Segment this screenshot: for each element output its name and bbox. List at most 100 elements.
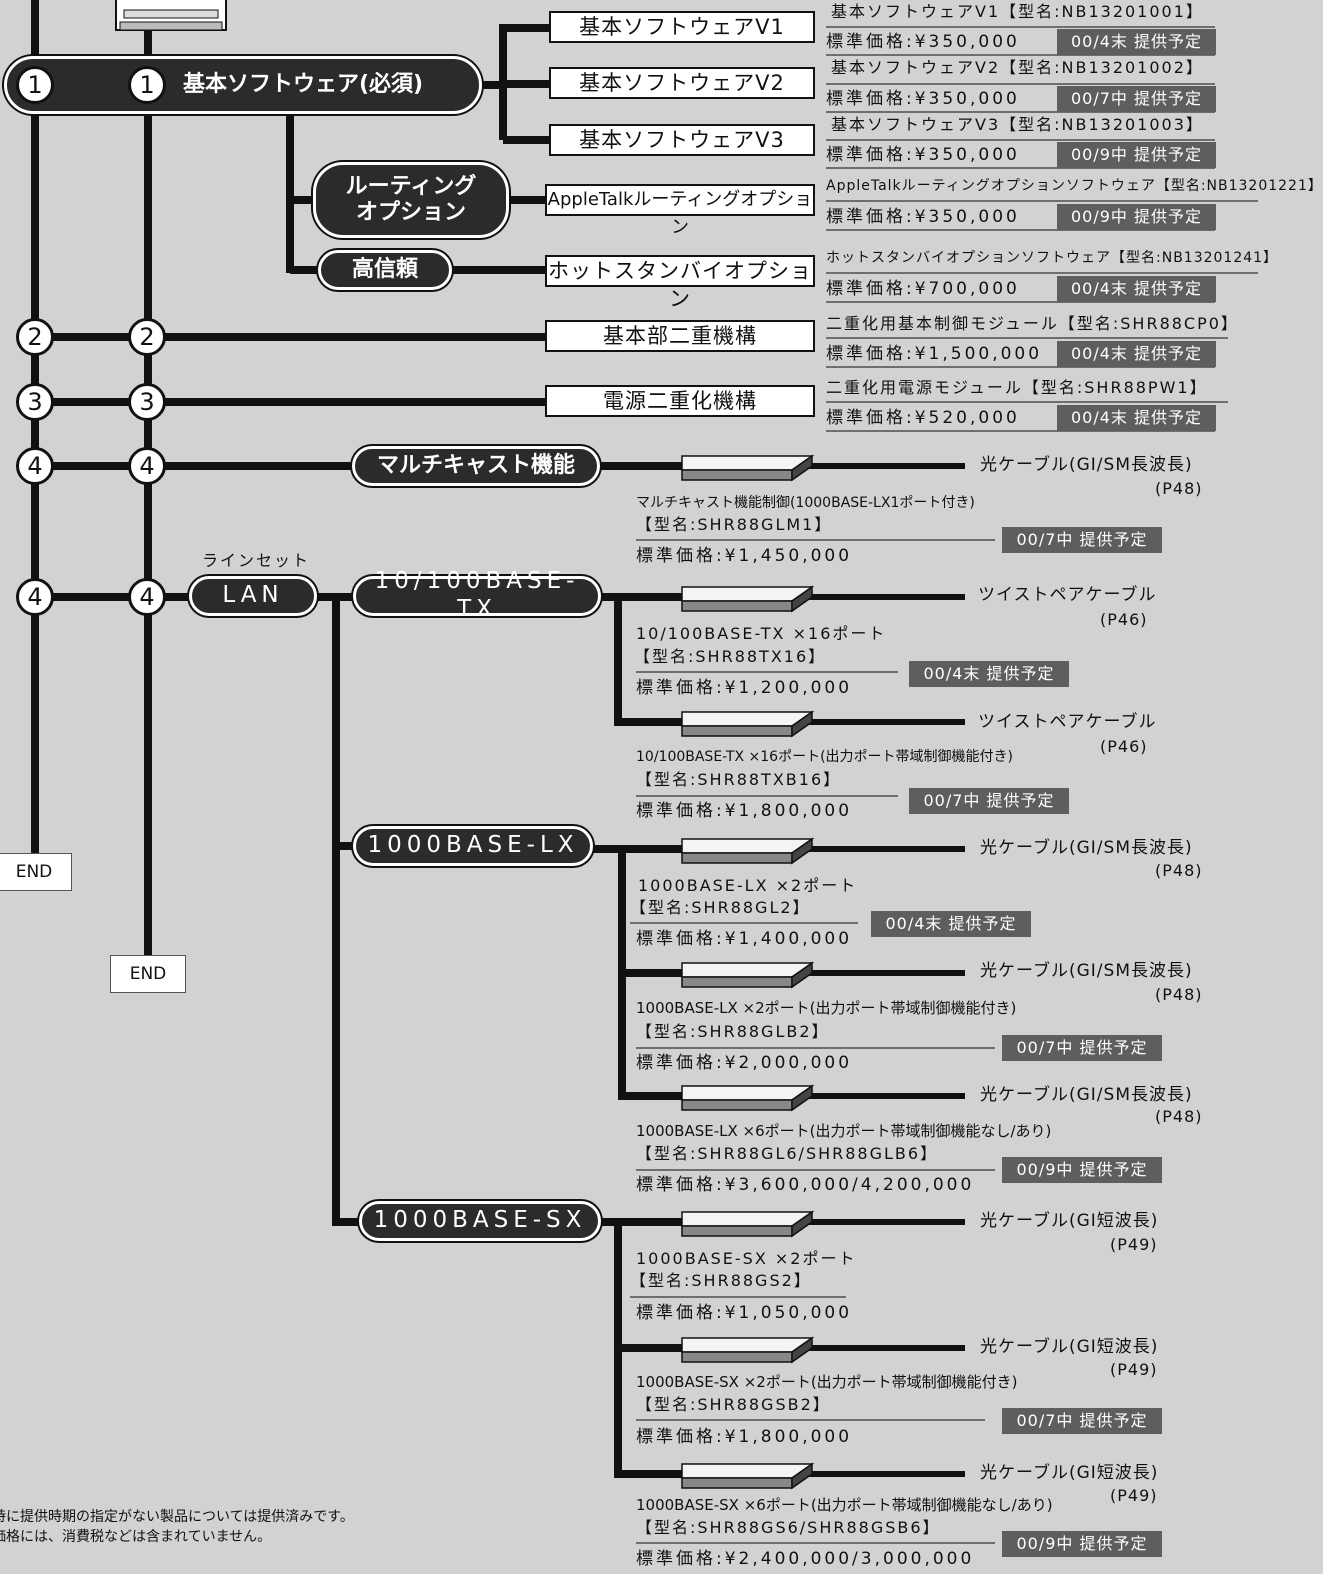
network-module-icon xyxy=(681,1462,815,1490)
status-badge: 00/7中 提供予定 xyxy=(1002,1408,1162,1434)
end-box-left: END xyxy=(0,853,72,891)
product-name: 基本ソフトウェアV2【型名:NB13201002】 xyxy=(831,58,1204,77)
circle-2-right: 2 xyxy=(128,318,166,356)
module-name: 1000BASE-SX ×2ポート xyxy=(636,1249,857,1268)
circle-4-left: 4 xyxy=(16,447,54,485)
cable-label: ツイストペアケーブル xyxy=(978,585,1157,605)
footnote: 価格には、消費税などは含まれていません。 xyxy=(0,1529,272,1545)
circle-4-lan-right: 4 xyxy=(128,578,166,616)
status-badge: 00/9中 提供予定 xyxy=(1057,142,1216,168)
routing-pill-label: ルーティング オプション xyxy=(345,173,477,225)
product-name: 二重化用基本制御モジュール【型名:SHR88CP0】 xyxy=(826,314,1239,333)
product-price: 標準価格:¥350,000 xyxy=(826,89,1020,109)
status-badge: 00/4末 提供予定 xyxy=(909,661,1069,687)
product-price: 標準価格:¥350,000 xyxy=(826,145,1020,165)
product-name: 基本ソフトウェアV1【型名:NB13201001】 xyxy=(831,2,1204,21)
circle-3-left: 3 xyxy=(16,383,54,421)
module-price: 標準価格:¥3,600,000/4,200,000 xyxy=(636,1175,975,1195)
product-box-software-v1: 基本ソフトウェアV1 xyxy=(549,11,815,43)
module-model: 【型名:SHR88GS2】 xyxy=(630,1271,812,1290)
product-price: 標準価格:¥1,500,000 xyxy=(826,344,1043,364)
module-name: 1000BASE-LX ×2ポート(出力ポート帯域制御機能付き) xyxy=(636,999,1017,1017)
status-badge: 00/9中 提供予定 xyxy=(1057,204,1216,230)
circle-1-left: 1 xyxy=(16,66,54,104)
cable-label: 光ケーブル(GI/SM長波長) xyxy=(980,1085,1193,1105)
tx-pill-label: 10/100BASE-TX xyxy=(374,568,580,622)
page-ref: (P48) xyxy=(1155,1107,1203,1126)
product-box-software-v3: 基本ソフトウェアV3 xyxy=(549,124,815,156)
page-ref: (P48) xyxy=(1155,861,1203,880)
page-ref: (P49) xyxy=(1110,1235,1158,1254)
circle-1-right: 1 xyxy=(128,66,166,104)
module-model: 【型名:SHR88GSB2】 xyxy=(636,1395,831,1414)
lan-pill-label: LAN xyxy=(222,582,284,609)
product-price: 標準価格:¥700,000 xyxy=(826,279,1020,299)
cable-label: 光ケーブル(GI/SM長波長) xyxy=(980,961,1193,981)
multicast-pill-label: マルチキャスト機能 xyxy=(376,452,575,478)
multicast-pill: マルチキャスト機能 xyxy=(352,446,600,486)
tx-pill: 10/100BASE-TX xyxy=(353,568,601,622)
module-price: 標準価格:¥1,400,000 xyxy=(636,929,853,949)
module-name: 1000BASE-SX ×6ポート(出力ポート帯域制御機能なし/あり) xyxy=(636,1496,1053,1514)
cable-label: 光ケーブル(GI/SM長波長) xyxy=(980,838,1193,858)
module-model: 【型名:SHR88TX16】 xyxy=(634,647,827,666)
product-price: 標準価格:¥350,000 xyxy=(826,207,1020,227)
cable-label: 光ケーブル(GI/SM長波長) xyxy=(980,455,1193,475)
status-badge: 00/7中 提供予定 xyxy=(1002,527,1162,553)
network-module-icon xyxy=(681,1336,815,1364)
page-ref: (P48) xyxy=(1155,479,1203,498)
module-model: 【型名:SHR88GS6/SHR88GSB6】 xyxy=(636,1518,941,1537)
product-name: AppleTalkルーティングオプションソフトウェア【型名:NB13201221… xyxy=(826,178,1323,194)
module-price: 標準価格:¥1,450,000 xyxy=(636,546,853,566)
status-badge: 00/9中 提供予定 xyxy=(1002,1157,1162,1183)
product-name: ホットスタンバイオプションソフトウェア【型名:NB13201241】 xyxy=(826,250,1279,266)
status-badge: 00/9中 提供予定 xyxy=(1002,1531,1162,1557)
status-badge: 00/7中 提供予定 xyxy=(1057,86,1216,112)
circle-2-left: 2 xyxy=(16,318,54,356)
network-module-icon xyxy=(681,961,815,989)
module-price: 標準価格:¥1,200,000 xyxy=(636,678,853,698)
product-box-redundant-base: 基本部二重機構 xyxy=(545,320,815,352)
module-model: 【型名:SHR88TXB16】 xyxy=(636,770,842,789)
circle-4-right: 4 xyxy=(128,447,166,485)
module-price: 標準価格:¥1,050,000 xyxy=(636,1303,853,1323)
product-price: 標準価格:¥350,000 xyxy=(826,32,1020,52)
module-name: 10/100BASE-TX ×16ポート xyxy=(636,624,887,643)
page-ref: (P46) xyxy=(1100,610,1148,629)
module-name: マルチキャスト機能制御(1000BASE-LX1ポート付き) xyxy=(636,495,975,511)
lan-pill: LAN xyxy=(189,576,317,616)
circle-3-right: 3 xyxy=(128,383,166,421)
product-name: 基本ソフトウェアV3【型名:NB13201003】 xyxy=(831,115,1204,134)
module-price: 標準価格:¥2,000,000 xyxy=(636,1053,853,1073)
cable-label: ツイストペアケーブル xyxy=(978,712,1157,732)
product-box-appletalk: AppleTalkルーティングオプション xyxy=(545,184,815,238)
page-ref: (P49) xyxy=(1110,1486,1158,1505)
network-module-icon xyxy=(681,1210,815,1238)
module-name: 1000BASE-LX ×2ポート xyxy=(638,876,858,895)
status-badge: 00/4末 提供予定 xyxy=(1057,29,1216,55)
product-box-redundant-power: 電源二重化機構 xyxy=(545,385,815,417)
module-name: 10/100BASE-TX ×16ポート(出力ポート帯域制御機能付き) xyxy=(636,749,1013,765)
network-module-icon xyxy=(681,1084,815,1112)
cable-label: 光ケーブル(GI短波長) xyxy=(980,1337,1159,1357)
circle-4-lan-left: 4 xyxy=(16,578,54,616)
module-name: 1000BASE-SX ×2ポート(出力ポート帯域制御機能付き) xyxy=(636,1373,1018,1391)
module-price: 標準価格:¥2,400,000/3,000,000 xyxy=(636,1549,975,1569)
network-module-icon xyxy=(681,585,815,613)
software-required-pill: 基本ソフトウェア(必須) xyxy=(4,56,482,114)
product-name: 二重化用電源モジュール【型名:SHR88PW1】 xyxy=(826,378,1208,397)
network-module-icon xyxy=(681,454,815,482)
lx-pill: 1000BASE-LX xyxy=(353,826,593,866)
footnote: 時に提供時期の指定がない製品については提供済みです。 xyxy=(0,1509,354,1525)
module-model: 【型名:SHR88GL2】 xyxy=(630,898,811,917)
module-model: 【型名:SHR88GLB2】 xyxy=(636,1022,830,1041)
status-badge: 00/7中 提供予定 xyxy=(1002,1035,1162,1061)
page-ref: (P48) xyxy=(1155,985,1203,1004)
cable-label: 光ケーブル(GI短波長) xyxy=(980,1463,1159,1483)
status-badge: 00/4末 提供予定 xyxy=(1057,405,1216,431)
sx-pill-label: 1000BASE-SX xyxy=(373,1207,587,1234)
page-ref: (P49) xyxy=(1110,1360,1158,1379)
cable-label: 光ケーブル(GI短波長) xyxy=(980,1211,1159,1231)
sx-pill: 1000BASE-SX xyxy=(359,1201,601,1241)
network-module-icon xyxy=(681,710,815,738)
